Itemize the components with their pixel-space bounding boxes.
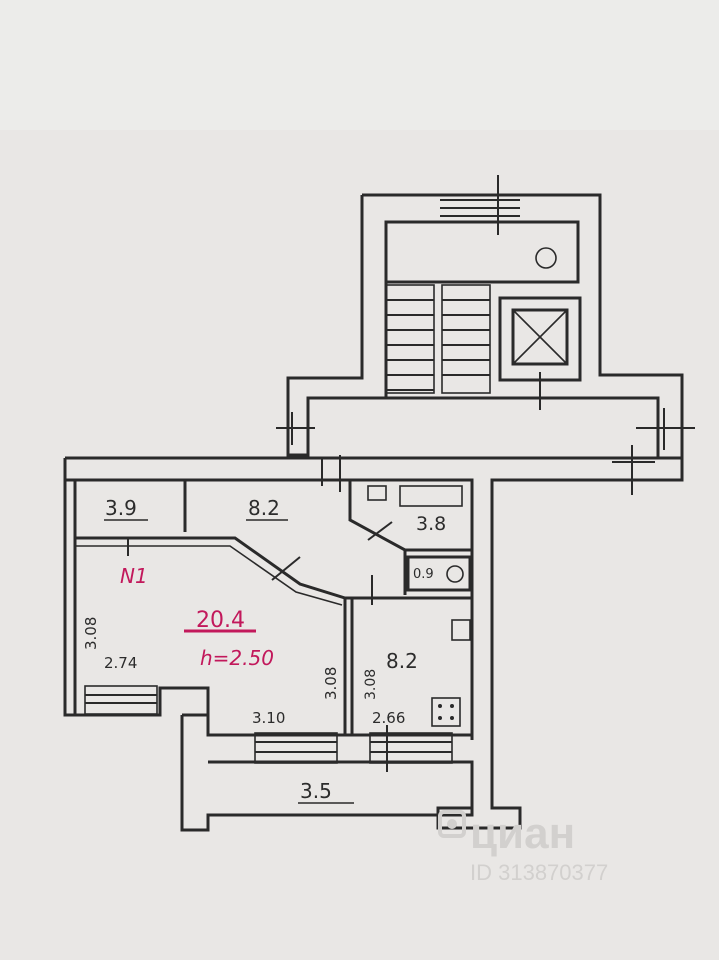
stairwell [276,175,695,482]
watermark: циан ID 313870377 [438,809,608,885]
window-living-left [84,685,158,715]
area-kitchen: 8.2 [248,496,280,520]
dim-living-right: 3.08 [322,667,340,700]
dim-bedroom-left: 3.08 [363,669,379,700]
apartment-walls [63,445,684,832]
area-bedroom: 8.2 [386,649,418,673]
stair-flight-right [441,284,491,394]
area-wc: 0.9 [413,567,434,582]
stairwell-window [440,175,520,235]
stove [431,697,461,727]
sink-fixture [451,619,471,641]
area-room-small: 3.9 [105,496,137,520]
bathtub [367,485,463,507]
watermark-listing-id: ID 313870377 [470,860,608,885]
toilet [446,565,464,583]
apartment-number: N1 [120,564,148,588]
dim-living-bottom-left: 2.74 [104,654,137,672]
dim-left-wall: 3.08 [82,617,100,650]
stair-flight-left [385,284,435,394]
watermark-brand: циан [470,809,575,858]
elevator-shaft [498,296,582,410]
area-balcony: 3.5 [300,779,332,803]
window-living-bottom [254,732,338,764]
ceiling-height: h=2.50 [200,646,274,670]
area-living: 20.4 [196,608,245,633]
dim-bedroom-bottom: 2.66 [372,709,405,727]
window-bedroom-bottom [369,725,453,772]
paper-top [0,0,719,130]
area-bathroom: 3.8 [416,513,446,535]
chimney-circle [535,247,557,269]
cian-logo-icon [438,810,466,838]
dim-living-bottom: 3.10 [252,709,285,727]
